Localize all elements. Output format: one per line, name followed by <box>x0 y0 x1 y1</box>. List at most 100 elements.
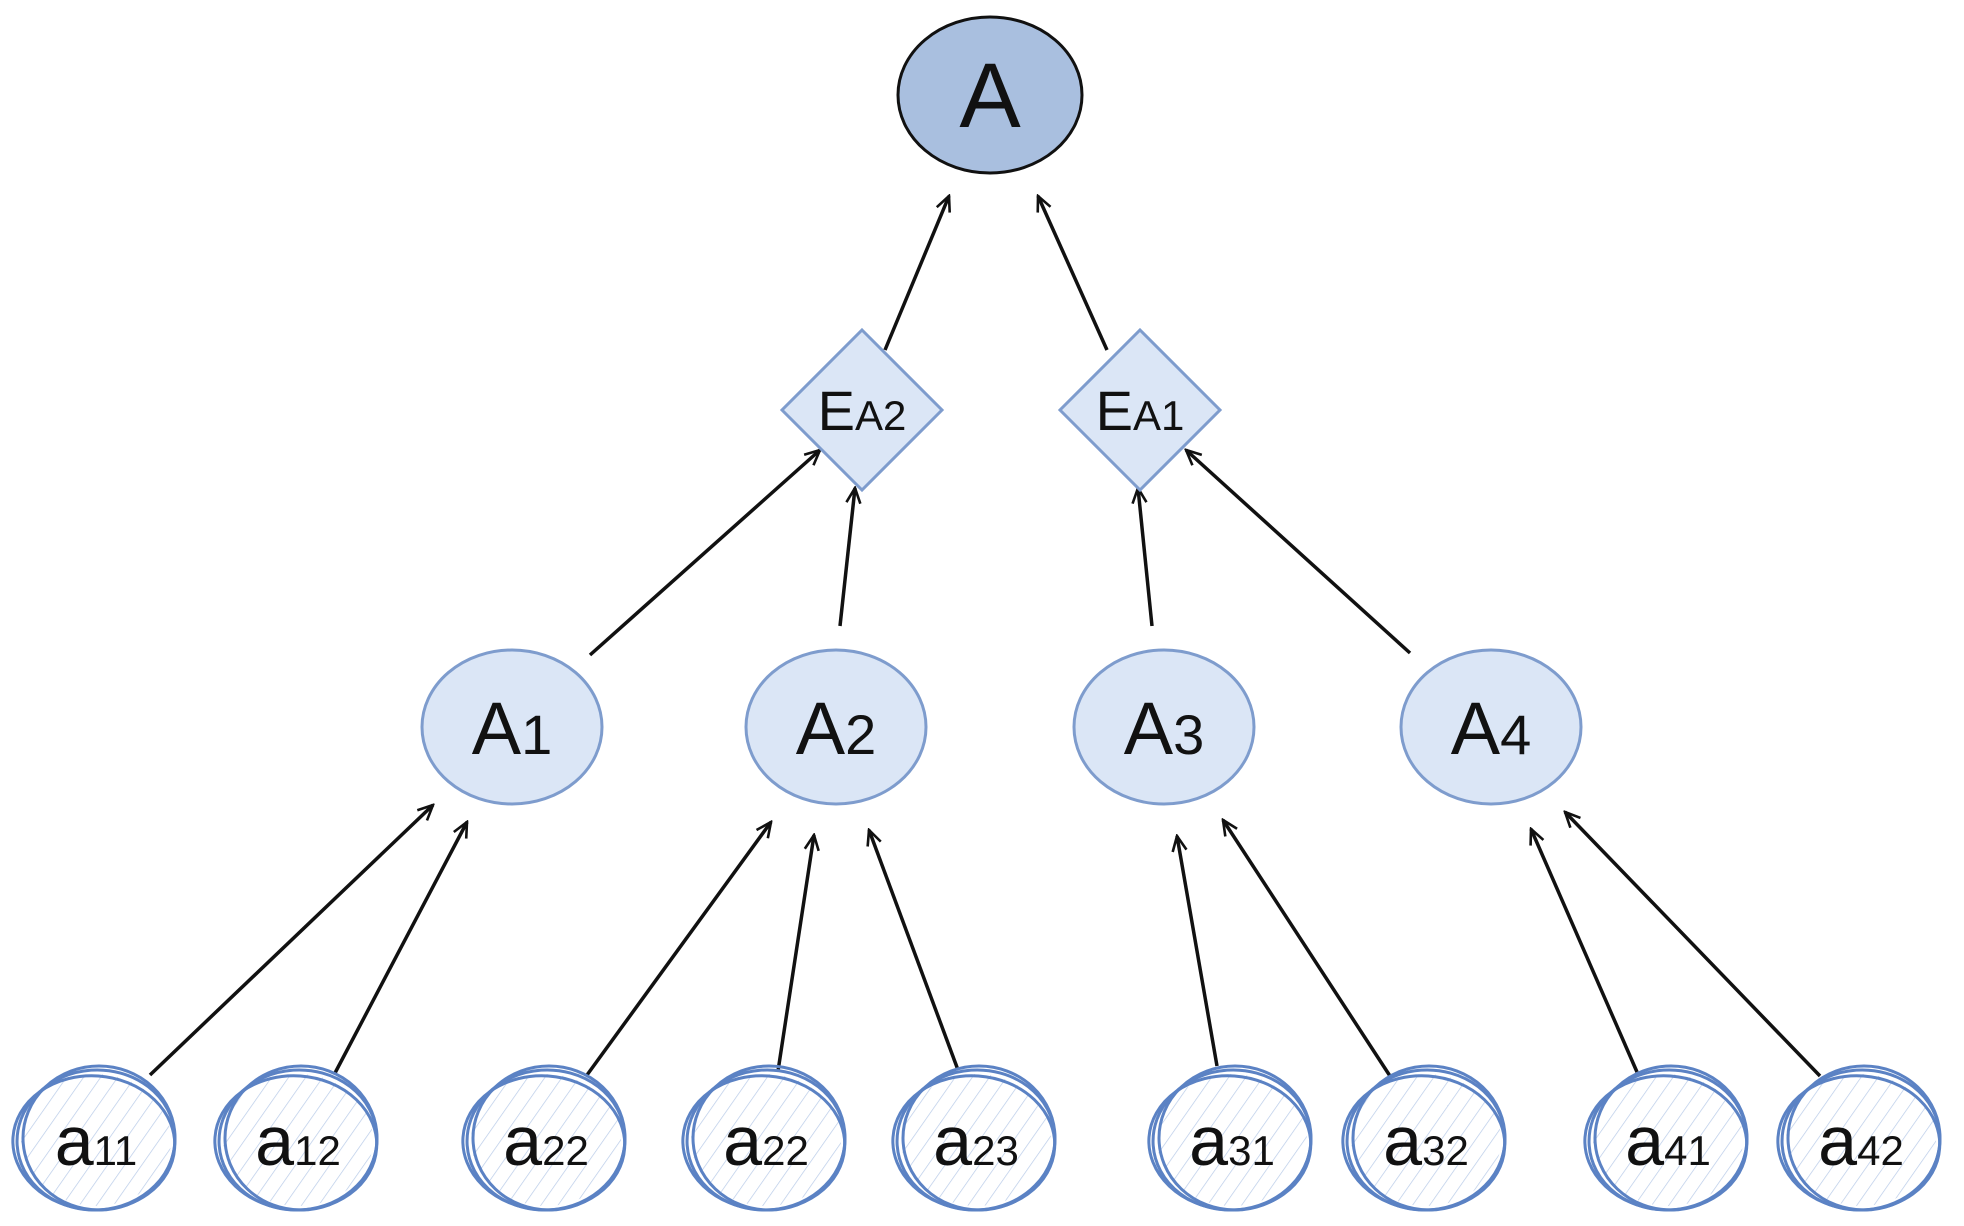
indicator-label-5-main: a <box>933 1102 972 1180</box>
indicator-outline <box>681 1074 847 1212</box>
aggregator-label-2: EA1 <box>1096 379 1185 442</box>
criterion-label-4-sub: 4 <box>1500 703 1531 766</box>
criterion-label-2-main: A <box>796 687 846 770</box>
indicator-label-8: a41 <box>1625 1102 1711 1180</box>
criterion-label-3-main: A <box>1124 687 1174 770</box>
root-label: A <box>959 45 1021 147</box>
criterion-ellipse <box>1399 648 1583 806</box>
indicator-hatch <box>691 1074 841 1206</box>
indicator-label-3-main: a <box>503 1102 542 1180</box>
indicator-label-5: a23 <box>933 1102 1019 1180</box>
root-node[interactable]: A <box>896 15 1084 175</box>
aggregator-label-2-sub: A1 <box>1133 392 1184 439</box>
indicator-hatch <box>1157 1074 1307 1206</box>
edge-arrow-12 <box>1177 836 1219 1067</box>
criterion-label-1: A1 <box>472 687 553 770</box>
edge-arrow-5 <box>1138 488 1154 627</box>
indicator-hatch <box>471 1074 621 1206</box>
indicator-label-6: a31 <box>1189 1102 1275 1180</box>
edge-arrow-10 <box>776 835 814 1072</box>
indicator-label-8-main: a <box>1625 1102 1664 1180</box>
indicator-node-2[interactable]: a12 <box>210 1064 381 1216</box>
aggregator-label-1: EA2 <box>818 379 907 442</box>
indicator-label-6-sub: 31 <box>1228 1127 1275 1174</box>
aggregator-node-2[interactable]: EA1 <box>1057 327 1223 493</box>
indicator-label-4: a22 <box>723 1102 809 1180</box>
criterion-ellipse <box>1072 648 1256 806</box>
criterion-label-2: A2 <box>796 687 877 770</box>
indicator-node-8[interactable]: a41 <box>1580 1064 1751 1216</box>
indicator-outline <box>1341 1074 1507 1212</box>
criterion-label-3: A3 <box>1124 687 1205 770</box>
edges-group <box>148 196 1822 1078</box>
indicator-node-1[interactable]: a11 <box>8 1064 179 1216</box>
indicator-outline <box>1583 1074 1749 1212</box>
indicator-label-1-sub: 11 <box>94 1127 138 1174</box>
indicator-node-4[interactable]: a22 <box>678 1064 849 1216</box>
indicator-node-6[interactable]: a31 <box>1144 1064 1315 1216</box>
aggregator-label-1-main: E <box>818 379 855 442</box>
edge-arrow-4 <box>838 488 855 627</box>
criterion-ellipse <box>420 648 604 806</box>
criterion-node-1[interactable]: A1 <box>420 648 604 806</box>
criterion-label-2-sub: 2 <box>845 703 876 766</box>
edge-arrow-2 <box>1036 196 1109 351</box>
indicator-label-6-main: a <box>1189 1102 1228 1180</box>
criterion-label-1-sub: 1 <box>521 703 552 766</box>
criterion-node-3[interactable]: A3 <box>1072 648 1256 806</box>
indicator-label-8-sub: 41 <box>1664 1127 1711 1174</box>
indicator-node-9[interactable]: a42 <box>1773 1064 1944 1216</box>
indicator-label-5-sub: 23 <box>972 1127 1019 1174</box>
indicator-label-7-main: a <box>1383 1102 1422 1180</box>
indicator-node-5[interactable]: a23 <box>888 1064 1059 1216</box>
indicator-label-4-sub: 22 <box>762 1127 809 1174</box>
indicator-label-9-sub: 42 <box>1857 1127 1904 1174</box>
indicator-label-1-main: a <box>55 1102 94 1180</box>
edge-arrow-14 <box>1531 829 1639 1073</box>
criterion-node-4[interactable]: A4 <box>1399 648 1583 806</box>
indicator-hatch <box>901 1074 1051 1206</box>
indicator-outline <box>461 1074 627 1212</box>
indicator-hatch <box>1351 1074 1501 1206</box>
edge-arrow-3 <box>588 450 820 657</box>
indicator-outline <box>213 1074 379 1212</box>
edge-arrow-6 <box>1186 450 1412 655</box>
edge-arrow-1 <box>883 196 949 351</box>
indicator-hatch <box>1786 1074 1936 1206</box>
indicator-label-2-sub: 12 <box>294 1127 341 1174</box>
indicator-node-3[interactable]: a22 <box>458 1064 629 1216</box>
indicator-label-2: a12 <box>255 1102 341 1180</box>
indicator-outline <box>1147 1074 1313 1212</box>
edge-arrow-8 <box>333 822 469 1074</box>
indicator-hatch <box>223 1074 373 1206</box>
criterion-node-2[interactable]: A2 <box>744 648 928 806</box>
indicator-node-7[interactable]: a32 <box>1338 1064 1509 1216</box>
indicator-outline <box>1776 1074 1942 1212</box>
edge-arrow-11 <box>869 830 960 1071</box>
indicator-label-3-sub: 22 <box>542 1127 589 1174</box>
indicator-label-4-main: a <box>723 1102 762 1180</box>
criterion-label-3-sub: 3 <box>1173 703 1204 766</box>
criterion-label-4: A4 <box>1451 687 1532 770</box>
indicator-hatch <box>21 1074 171 1206</box>
indicator-label-7: a32 <box>1383 1102 1469 1180</box>
criterion-ellipse <box>744 648 928 806</box>
criterion-label-4-main: A <box>1451 687 1501 770</box>
aggregator-label-2-main: E <box>1096 379 1133 442</box>
indicator-label-3: a22 <box>503 1102 589 1180</box>
indicator-label-2-main: a <box>255 1102 294 1180</box>
indicator-label-9-main: a <box>1818 1102 1857 1180</box>
edge-arrow-15 <box>1565 812 1822 1078</box>
edge-arrow-9 <box>585 822 771 1077</box>
indicator-hatch <box>1593 1074 1743 1206</box>
edge-arrow-7 <box>148 805 433 1077</box>
aggregator-node-1[interactable]: EA2 <box>779 327 945 493</box>
indicator-label-1: a11 <box>55 1102 138 1180</box>
diamond-shape <box>779 327 945 493</box>
aggregator-label-1-sub: A2 <box>855 392 906 439</box>
edge-arrow-13 <box>1223 820 1392 1077</box>
